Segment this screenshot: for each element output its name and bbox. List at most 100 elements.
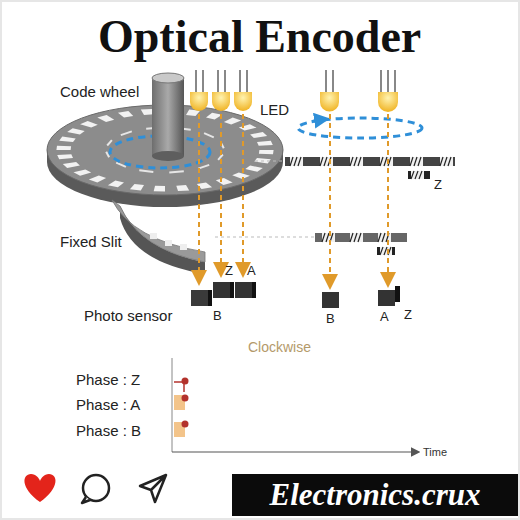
hatch: [418, 157, 421, 166]
led-group-left: [190, 70, 252, 111]
hatch: [358, 233, 361, 242]
wheel-slot: [80, 121, 98, 128]
strip-window: [440, 157, 453, 166]
strip-window: [350, 233, 363, 242]
hatch: [382, 233, 385, 242]
channel-label: B: [326, 312, 335, 326]
hatch: [290, 157, 293, 166]
strip-window: [350, 157, 363, 166]
hatch: [440, 157, 443, 166]
code-strip: [285, 157, 455, 255]
hatch: [415, 171, 418, 179]
strip-window: [320, 157, 333, 166]
photo-sensor: [191, 282, 256, 306]
hatch: [354, 233, 357, 242]
wheel-slot: [59, 137, 75, 142]
wheel-slot: [67, 128, 85, 134]
social-icons: [24, 474, 166, 503]
wheel-slot: [89, 176, 106, 183]
wheel-slot: [97, 115, 114, 122]
hatch: [294, 157, 297, 166]
signal-name: Phase : A: [76, 397, 140, 414]
hatch: [414, 157, 417, 166]
wheel-slot: [63, 162, 80, 168]
wheel-slot: [257, 141, 273, 146]
hatch: [384, 247, 387, 255]
wheel-slot: [169, 171, 184, 172]
channel-label: B: [213, 309, 222, 323]
direction-label: Clockwise: [248, 340, 311, 355]
strip-window: [380, 157, 393, 166]
signal-name: Phase : B: [76, 423, 141, 440]
channel-label: Z: [225, 264, 233, 278]
channel-label: A: [247, 264, 256, 278]
wheel-slot: [216, 178, 233, 185]
guide-line: [215, 161, 315, 237]
wheel-slot: [239, 124, 257, 130]
led-group-right: [298, 70, 422, 138]
hatch: [324, 157, 327, 166]
wheel-slot: [232, 172, 250, 179]
strip-window: [410, 157, 423, 166]
channel-label: Z: [404, 308, 412, 322]
watermark-band: Electronics.crux: [232, 474, 518, 516]
part-label: Fixed Slit: [60, 234, 122, 251]
hatch: [354, 157, 357, 166]
wheel-slot: [176, 185, 189, 191]
hatch: [358, 157, 361, 166]
hatch: [322, 233, 325, 242]
hatch: [320, 157, 323, 166]
hatch: [384, 157, 387, 166]
channel-label: Z: [434, 178, 442, 192]
wheel-slot: [259, 150, 274, 154]
wheel-slot: [224, 118, 241, 125]
strip-window: [411, 171, 424, 179]
strip-window: [290, 157, 303, 166]
hatch: [298, 157, 301, 166]
strip-window: [380, 247, 392, 255]
hatch: [380, 247, 383, 255]
title: Optical Encoder: [98, 12, 421, 63]
hatch: [444, 157, 447, 166]
wheel-slot: [130, 184, 144, 190]
part-label: Photo sensor: [84, 308, 172, 325]
hatch: [410, 157, 413, 166]
hatch: [380, 157, 383, 166]
strip-window: [322, 233, 335, 242]
part-label: LED: [260, 102, 289, 119]
wheel-slot: [206, 113, 222, 120]
photo-sensor: [322, 286, 400, 308]
wheel-slot: [121, 131, 132, 135]
axis-label: Time: [423, 446, 447, 458]
hatch: [350, 233, 353, 242]
hatch: [378, 233, 381, 242]
channel-label: A: [380, 310, 389, 324]
wheel-slot: [154, 186, 165, 192]
strip-window: [378, 233, 391, 242]
watermark-text: Electronics.crux: [232, 476, 518, 513]
wheel-slot: [74, 169, 92, 175]
wheel-slot: [57, 154, 73, 159]
shaft: [152, 73, 184, 161]
fixed-slit: [112, 200, 205, 274]
hatch: [326, 233, 329, 242]
hatch: [448, 157, 451, 166]
part-label: Code wheel: [60, 84, 139, 101]
hatch: [350, 157, 353, 166]
wheel-slot: [56, 146, 71, 150]
wheel-slot: [139, 170, 153, 172]
hatch: [411, 171, 414, 179]
hatch: [419, 171, 422, 179]
wheel-slot: [250, 132, 267, 138]
timing-chart: [172, 358, 418, 452]
wheel-slot: [141, 109, 154, 115]
wheel-slot: [118, 111, 133, 118]
light-beam: [199, 114, 243, 282]
light-beam: [330, 114, 388, 286]
wheel-slot: [204, 133, 214, 137]
wheel-slot: [245, 166, 262, 172]
wheel-slot: [108, 181, 124, 188]
